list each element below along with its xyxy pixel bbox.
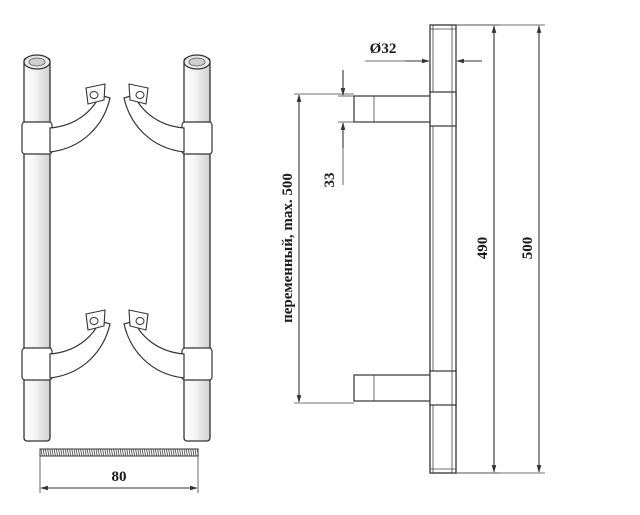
left-handle bbox=[21, 54, 111, 442]
length-500-label: 500 bbox=[520, 237, 536, 260]
offset-label: 33 bbox=[322, 173, 338, 188]
variable-label: переменный, max. 500 bbox=[280, 173, 296, 323]
right-handle bbox=[123, 54, 213, 442]
diameter-dimension: Ø32 bbox=[365, 25, 482, 66]
offset-dimension: 33 bbox=[322, 70, 354, 188]
diameter-label: Ø32 bbox=[370, 41, 397, 57]
variable-dimension: переменный, max. 500 bbox=[280, 93, 354, 404]
width-label: 80 bbox=[112, 469, 127, 485]
length-490-label: 490 bbox=[475, 237, 491, 260]
length-500-dimension: 500 bbox=[456, 24, 545, 474]
side-view bbox=[353, 24, 457, 474]
width-dimension: 80 bbox=[39, 448, 199, 493]
length-490-dimension: 490 bbox=[456, 24, 500, 474]
